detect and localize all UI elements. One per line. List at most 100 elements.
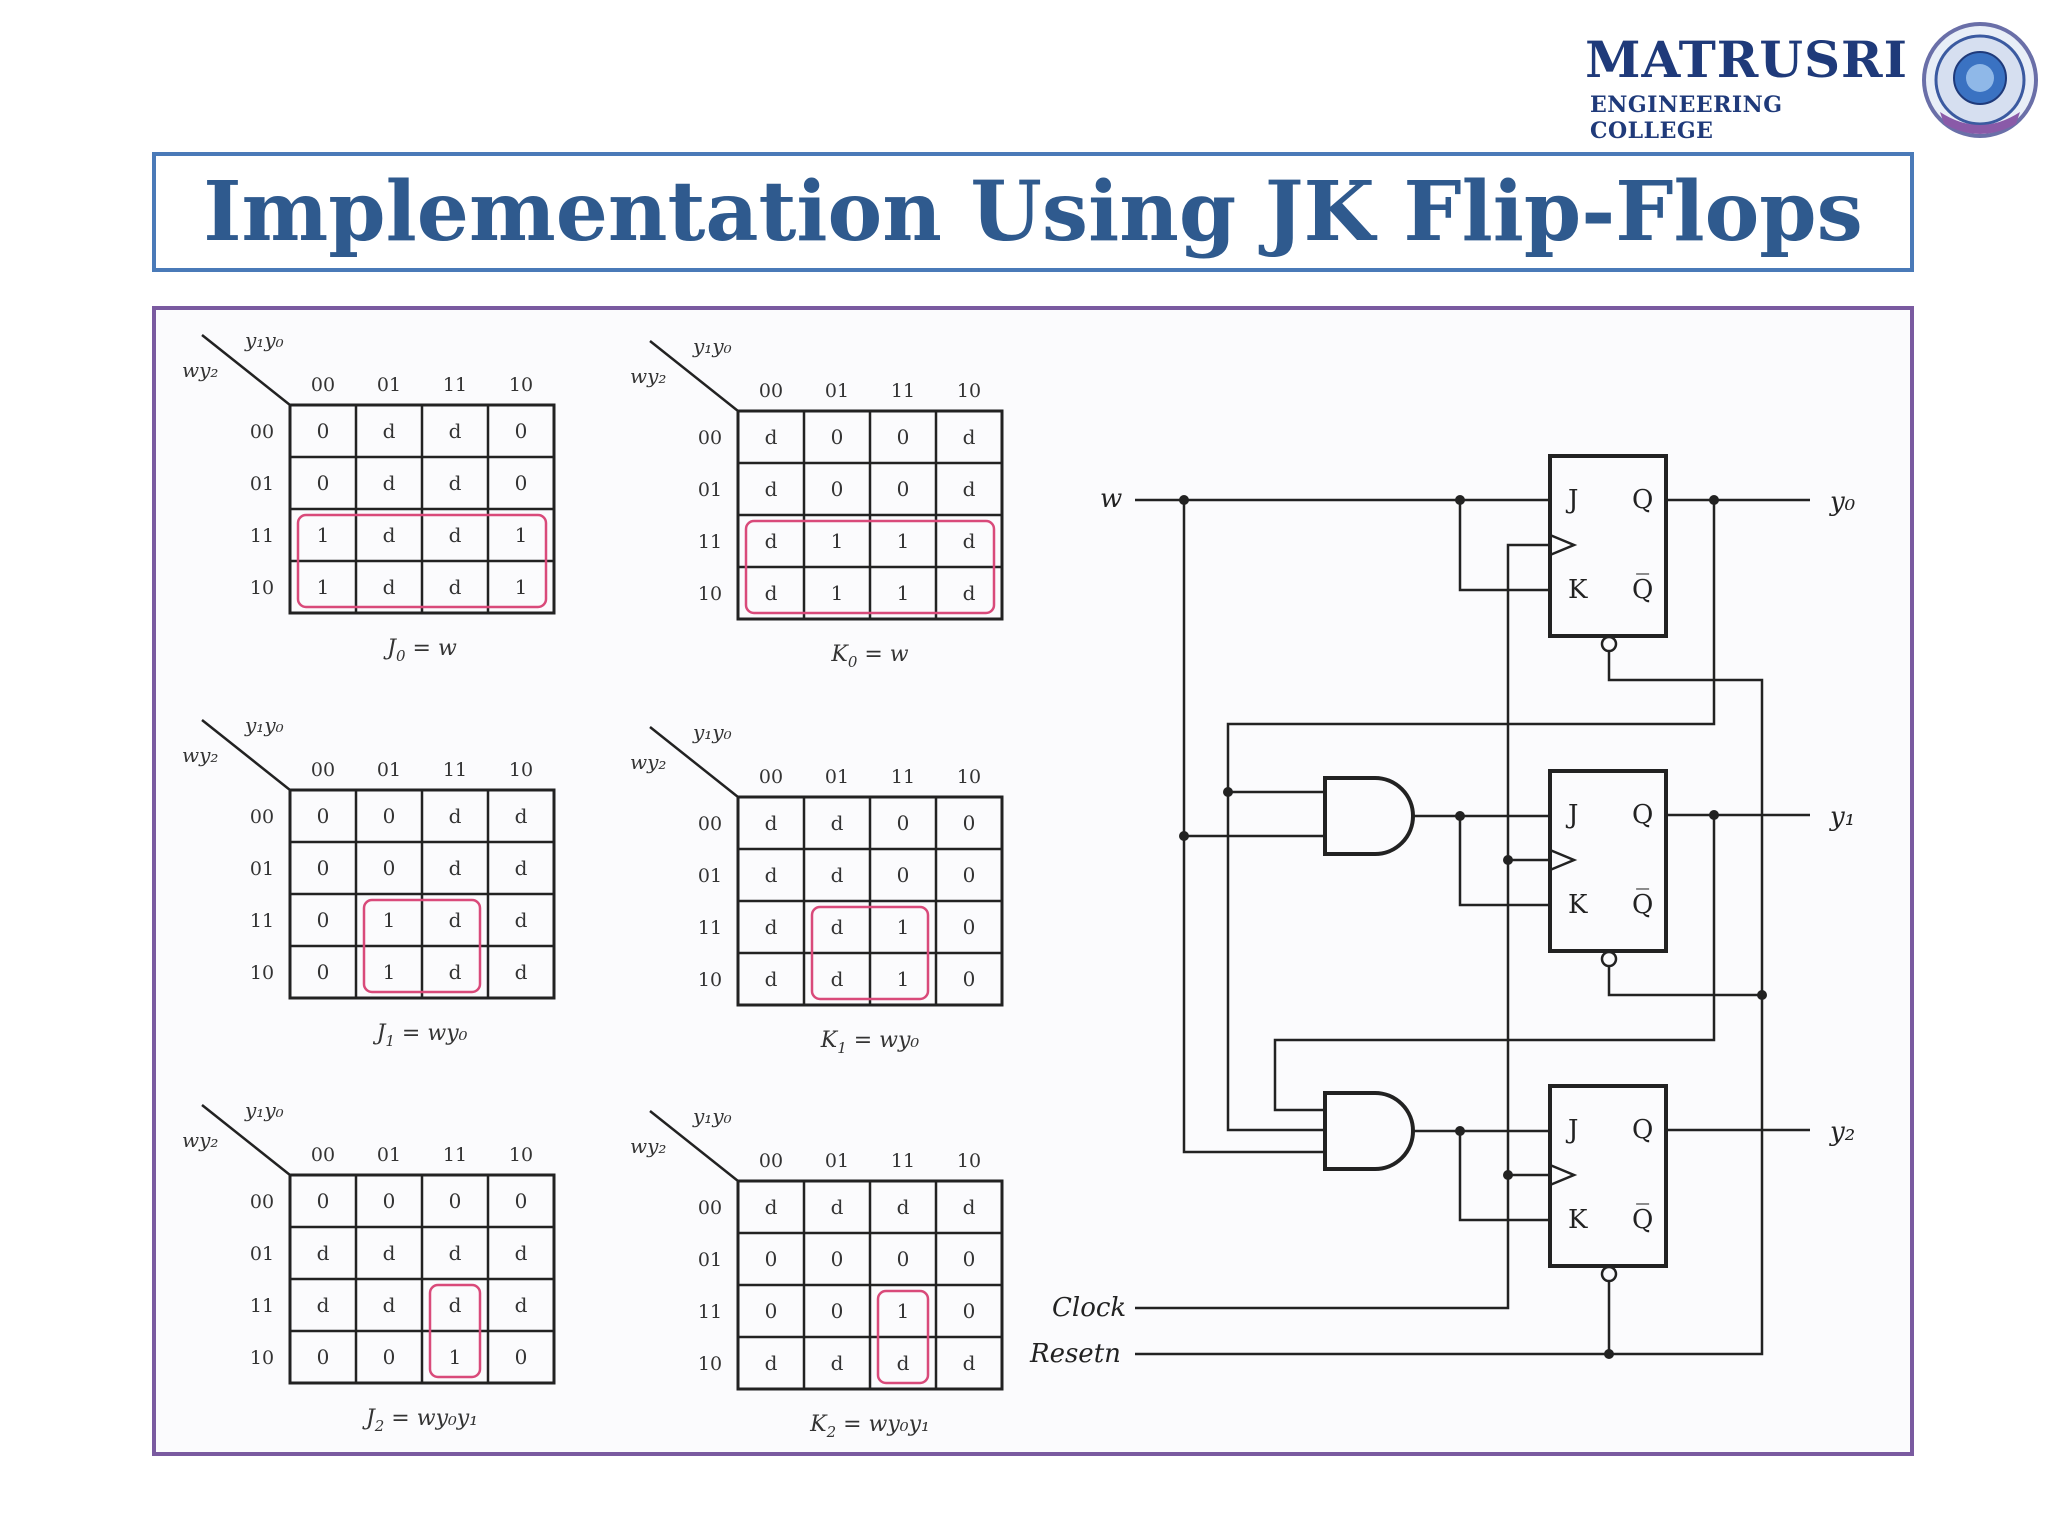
kmap-equation: J1 = wy₀: [373, 1021, 468, 1050]
kmap-col-code: 11: [443, 759, 467, 781]
kmap-cell: 0: [317, 471, 330, 495]
kmap-diagonal: [649, 340, 739, 412]
kmap-cell: d: [317, 1293, 330, 1317]
clock-triangle-0: [1549, 533, 1578, 557]
kmap-row-code: 00: [698, 427, 722, 449]
kmap-row-code: 01: [250, 1243, 274, 1265]
kmap-cell: 1: [515, 523, 528, 547]
kmap-row-code: 11: [250, 910, 274, 932]
w-line: [1135, 498, 1550, 1154]
kmap-cell: d: [383, 419, 396, 443]
kmap-row-var: wy₂: [182, 743, 218, 767]
kmap-col-code: 10: [957, 380, 981, 402]
ff2-pin-K: K: [1568, 1205, 1588, 1235]
kmap-diagonal: [201, 334, 291, 406]
kmap-col-code: 10: [509, 759, 533, 781]
kmap-row-code: 00: [250, 421, 274, 443]
ff0-pin-K: K: [1568, 575, 1588, 605]
kmap-cell: d: [831, 1195, 844, 1219]
kmap-cell: d: [383, 575, 396, 599]
kmap-group-loop: [428, 1283, 482, 1379]
college-subtitle: ENGINEERING COLLEGE: [1590, 92, 1783, 144]
kmap-cell: 1: [897, 967, 910, 991]
kmap-row-code: 11: [250, 525, 274, 547]
kmap-equation: K0 = w: [830, 642, 908, 671]
kmap-cell: 0: [831, 477, 844, 501]
kmap-cell: 0: [317, 856, 330, 880]
kmap-cell: 0: [317, 1345, 330, 1369]
clock-label: Clock: [1052, 1293, 1126, 1323]
junction-dots: [1179, 495, 1767, 1359]
and-gate-1: [1323, 776, 1415, 856]
kmap-row-code: 01: [250, 858, 274, 880]
kmap-row-code: 01: [698, 479, 722, 501]
kmap-group-loop: [744, 519, 996, 615]
kmap-col-code: 11: [891, 766, 915, 788]
kmap-cell: d: [383, 523, 396, 547]
kmap-row-code: 00: [698, 1197, 722, 1219]
clock-triangle-2: [1549, 1163, 1578, 1187]
reset-bubble-2: [1600, 1265, 1618, 1283]
kmap-cell: d: [515, 1293, 528, 1317]
reset-bubble-1: [1600, 950, 1618, 968]
kmap-cell: d: [765, 581, 778, 605]
kmap-row-code: 11: [698, 917, 722, 939]
reset-line: [1135, 651, 1764, 1356]
kmap-cell: 0: [317, 1189, 330, 1213]
kmap-cell: 1: [383, 908, 396, 932]
kmap-cell: d: [831, 915, 844, 939]
kmap-row-var: wy₂: [182, 358, 218, 382]
kmap-cell: 0: [897, 477, 910, 501]
kmap-cell: 0: [831, 1299, 844, 1323]
kmap-cell: 1: [831, 529, 844, 553]
kmap-cell: 0: [963, 863, 976, 887]
kmap-col-var: y₁y₀: [244, 328, 284, 352]
kmap-col-code: 01: [377, 759, 401, 781]
kmap-col-code: 00: [311, 374, 335, 396]
y0-line: [1226, 498, 1810, 1132]
kmap-cell: 0: [317, 804, 330, 828]
kmap-row-code: 10: [250, 577, 274, 599]
kmap-cell: d: [963, 1351, 976, 1375]
kmap-col-code: 00: [759, 766, 783, 788]
kmap-cell: 0: [963, 1247, 976, 1271]
kmap-group-loop: [362, 898, 482, 994]
kmap-cell: d: [765, 863, 778, 887]
kmap-row-var: wy₂: [630, 364, 666, 388]
kmap-cell: 0: [515, 471, 528, 495]
kmap-row-var: wy₂: [630, 1134, 666, 1158]
kmap-col-code: 01: [377, 1144, 401, 1166]
kmap-cell: 0: [897, 1247, 910, 1271]
kmap-cell: 0: [515, 1345, 528, 1369]
kmap-group-loop: [876, 1289, 930, 1385]
kmap-cell: 0: [963, 967, 976, 991]
kmap-col-code: 11: [443, 374, 467, 396]
kmap-row-code: 00: [250, 806, 274, 828]
kmap-row-var: wy₂: [182, 1128, 218, 1152]
kmap-cell: d: [765, 529, 778, 553]
flip-flop-2: [1548, 1084, 1668, 1268]
kmap-cell: 0: [383, 1189, 396, 1213]
kmap-equation: K1 = wy₀: [820, 1028, 920, 1057]
kmap-cell: 0: [449, 1189, 462, 1213]
college-logo: MATRUSRI ENGINEERING COLLEGE: [1585, 20, 2040, 144]
kmap-cell: d: [831, 1351, 844, 1375]
input-w-label: w: [1100, 484, 1122, 514]
kmap-cell: d: [765, 1351, 778, 1375]
gate1-output: [1413, 814, 1550, 907]
kmap-cell: d: [963, 581, 976, 605]
kmap-col-code: 11: [443, 1144, 467, 1166]
kmap-diagonal: [201, 719, 291, 791]
kmap-col-code: 01: [825, 1150, 849, 1172]
kmap-cell: d: [765, 811, 778, 835]
kmap-cell: d: [963, 477, 976, 501]
output-y0-label: y₀: [1829, 487, 1856, 517]
ff1-pin-J: J: [1565, 800, 1578, 830]
kmap-diagonal: [649, 726, 739, 798]
kmap-cell: d: [963, 425, 976, 449]
kmap-cell: d: [449, 1293, 462, 1317]
kmap-equation: J2 = wy₀y₁: [362, 1406, 478, 1435]
